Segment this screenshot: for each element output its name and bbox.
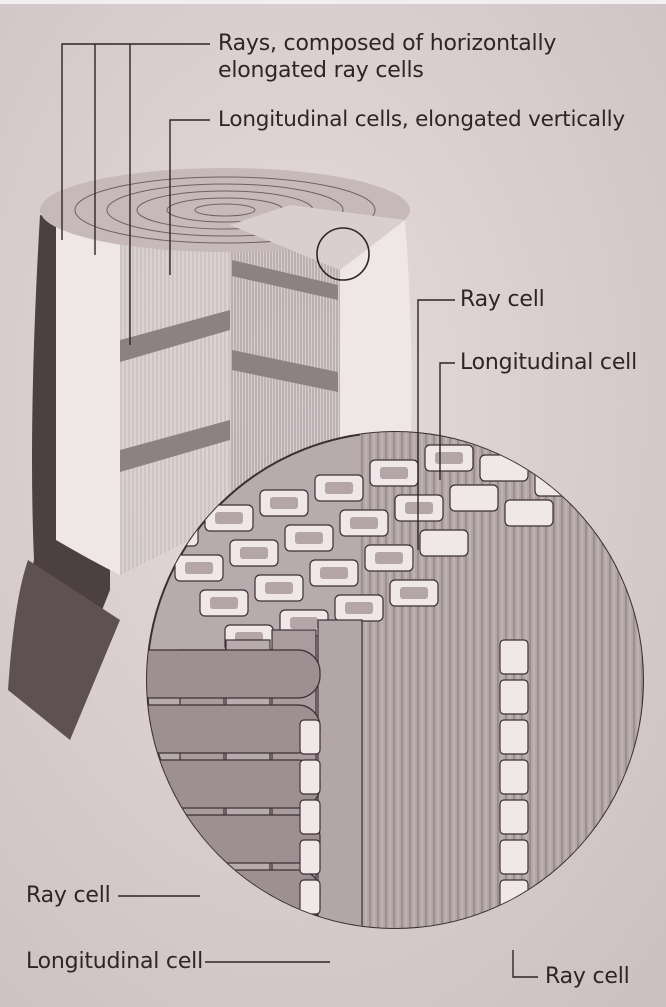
longitudinal-vertical-label: Longitudinal cells, elongated vertically bbox=[218, 106, 625, 133]
ray-cell-top-label: Ray cell bbox=[460, 286, 545, 313]
ray-cell-bottom-right-label: Ray cell bbox=[545, 963, 630, 990]
longitudinal-cell-bottom-label: Longitudinal cell bbox=[26, 948, 203, 975]
longitudinal-cell-right-label: Longitudinal cell bbox=[460, 349, 637, 376]
rays-label-line1: Rays, composed of horizontally bbox=[218, 30, 556, 57]
ray-cell-left-label: Ray cell bbox=[26, 882, 111, 909]
rays-label-line2: elongated ray cells bbox=[218, 57, 424, 84]
